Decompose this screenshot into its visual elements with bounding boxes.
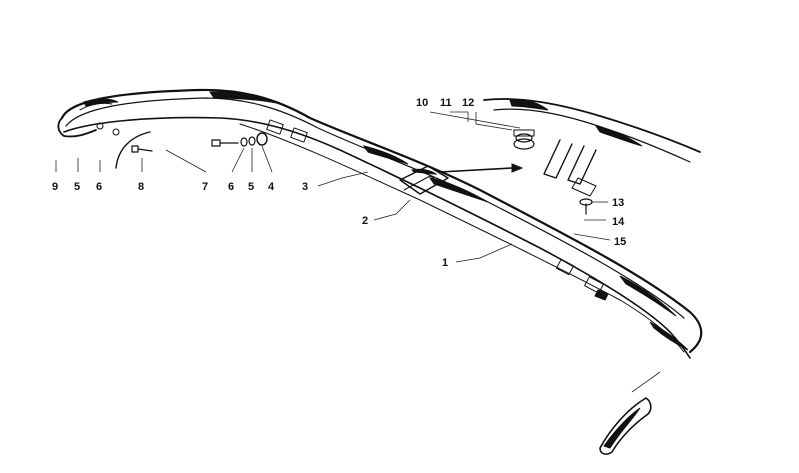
callout-10: 10: [416, 97, 428, 109]
callout-11: 11: [440, 97, 452, 109]
inset-mounting-detail: [439, 98, 701, 215]
callout-12: 12: [462, 97, 474, 109]
callout-6b: 6: [228, 181, 234, 193]
callout-6a: 6: [96, 181, 102, 193]
bumper-end-piece: [599, 371, 661, 455]
bumper-bar: [57, 88, 703, 359]
callout-3: 3: [302, 181, 308, 193]
loose-hardware: [115, 131, 268, 169]
callout-13: 13: [612, 197, 624, 209]
callouts: 9 5 6 8 7 6 5 4 3 2 1 10 11 12 13 14 15: [52, 97, 626, 269]
callout-14: 14: [612, 216, 625, 228]
leader-lines: [55, 111, 611, 263]
callout-5a: 5: [74, 181, 80, 193]
callout-8: 8: [138, 181, 144, 193]
callout-2: 2: [362, 215, 368, 227]
callout-15: 15: [614, 236, 626, 248]
callout-4: 4: [268, 181, 275, 193]
callout-9: 9: [52, 181, 58, 193]
callout-5b: 5: [248, 181, 254, 193]
callout-7: 7: [202, 181, 208, 193]
callout-1: 1: [442, 257, 448, 269]
